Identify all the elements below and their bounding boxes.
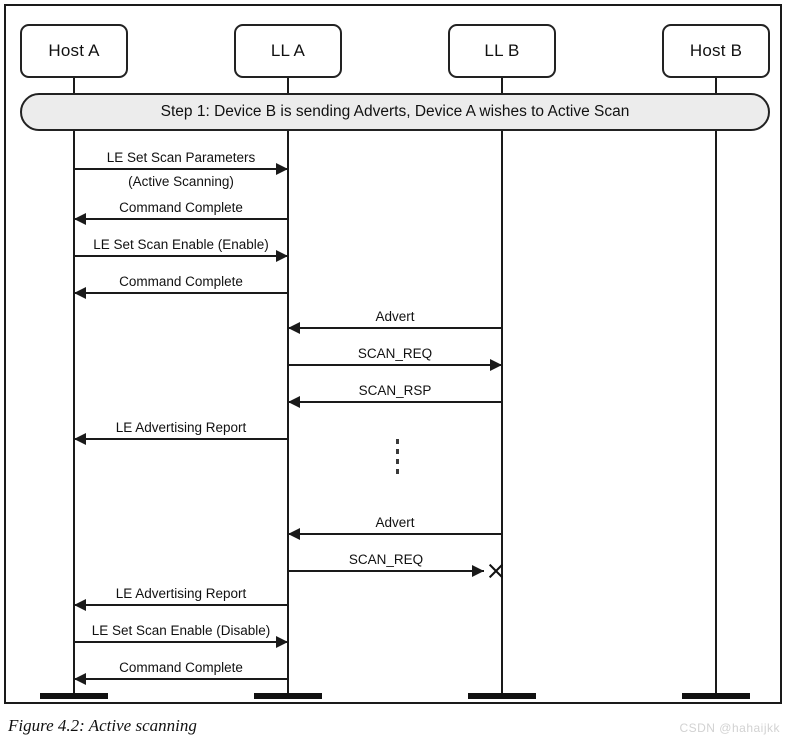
arrowhead-left-icon	[288, 528, 300, 540]
message-label: LE Advertising Report	[115, 420, 247, 435]
message-failure-x-icon	[487, 562, 505, 580]
message-label: LE Set Scan Enable (Enable)	[93, 237, 269, 252]
actor-label-ll-a: LL A	[270, 41, 306, 60]
message-command-complete-1: Command Complete	[74, 200, 288, 225]
message-command-complete-3: Command Complete	[74, 660, 288, 685]
diagram-frame: Host A LL A LL B Host B Step 1: Device B…	[4, 4, 782, 704]
message-label: Command Complete	[119, 200, 243, 215]
actor-label-host-a: Host A	[48, 41, 100, 60]
lifeline-host-b	[715, 78, 717, 696]
message-le-advertising-report-2: LE Advertising Report	[74, 586, 288, 611]
message-scan-req-2-failed: SCAN_REQ	[288, 552, 484, 577]
arrowhead-left-icon	[288, 396, 300, 408]
message-le-set-scan-parameters: LE Set Scan Parameters (Active Scanning)	[74, 150, 288, 189]
message-sublabel: (Active Scanning)	[128, 174, 234, 189]
actor-box-host-b[interactable]: Host B	[662, 24, 770, 78]
actor-box-host-a[interactable]: Host A	[20, 24, 128, 78]
lifeline-ll-a	[287, 78, 289, 696]
arrowhead-right-icon	[472, 565, 484, 577]
actor-label-host-b: Host B	[689, 41, 743, 60]
figure-caption: Figure 4.2: Active scanning	[8, 716, 197, 735]
lifeline-ll-b	[501, 78, 503, 696]
message-scan-rsp: SCAN_RSP	[288, 383, 502, 408]
message-le-set-scan-enable-enable: LE Set Scan Enable (Enable)	[74, 237, 288, 262]
message-label: SCAN_RSP	[358, 383, 432, 398]
arrowhead-left-icon	[74, 673, 86, 685]
actor-box-ll-a[interactable]: LL A	[234, 24, 342, 78]
message-label: Advert	[375, 515, 415, 530]
message-label: LE Set Scan Enable (Disable)	[91, 623, 271, 638]
message-label: Command Complete	[119, 274, 243, 289]
arrowhead-right-icon	[276, 163, 288, 175]
vertical-ellipsis-icon	[396, 439, 399, 476]
actor-box-ll-b[interactable]: LL B	[448, 24, 556, 78]
message-label: SCAN_REQ	[357, 346, 433, 361]
message-le-advertising-report-1: LE Advertising Report	[74, 420, 288, 445]
message-le-set-scan-enable-disable: LE Set Scan Enable (Disable)	[74, 623, 288, 648]
message-label: Advert	[375, 309, 415, 324]
terminator-ll-b	[468, 693, 536, 699]
actor-label-ll-b: LL B	[484, 41, 520, 60]
message-label: SCAN_REQ	[348, 552, 424, 567]
message-command-complete-2: Command Complete	[74, 274, 288, 299]
arrowhead-left-icon	[74, 287, 86, 299]
arrowhead-right-icon	[276, 636, 288, 648]
watermark: CSDN @hahaijkk	[679, 721, 780, 735]
arrowhead-right-icon	[276, 250, 288, 262]
terminator-host-a	[40, 693, 108, 699]
arrowhead-right-icon	[490, 359, 502, 371]
step-banner-label: Step 1: Device B is sending Adverts, Dev…	[160, 103, 630, 120]
message-advert-2: Advert	[288, 515, 502, 540]
lifeline-host-a	[73, 78, 75, 696]
arrowhead-left-icon	[288, 322, 300, 334]
terminator-ll-a	[254, 693, 322, 699]
arrowhead-left-icon	[74, 433, 86, 445]
message-scan-req-1: SCAN_REQ	[288, 346, 502, 371]
message-advert-1: Advert	[288, 309, 502, 334]
message-label: LE Advertising Report	[115, 586, 247, 601]
step-banner: Step 1: Device B is sending Adverts, Dev…	[20, 93, 770, 131]
arrowhead-left-icon	[74, 213, 86, 225]
arrowhead-left-icon	[74, 599, 86, 611]
message-label: LE Set Scan Parameters	[106, 150, 256, 165]
message-label: Command Complete	[119, 660, 243, 675]
terminator-host-b	[682, 693, 750, 699]
